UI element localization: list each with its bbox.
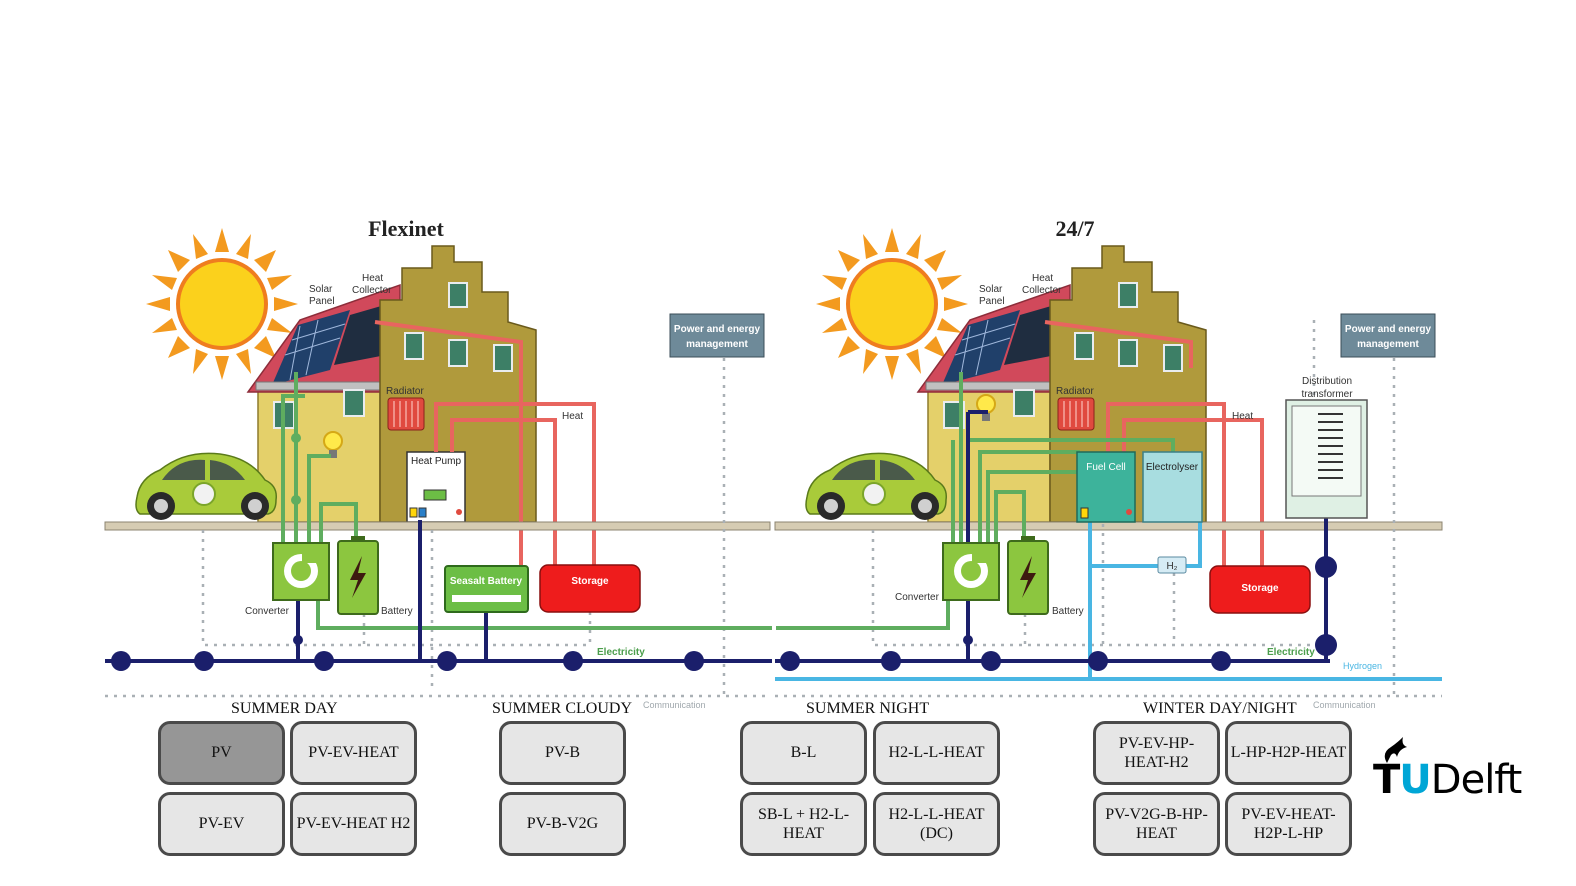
- heat-label: Heat: [562, 411, 583, 422]
- grid-lines: [105, 520, 772, 663]
- radiator-icon: [387, 397, 425, 431]
- electricity-lines: [776, 372, 1175, 630]
- scenario-button-pv-ev-heat-h2p-l-hp[interactable]: PV-EV-HEAT-H2P-L-HP: [1225, 792, 1352, 856]
- heat-storage: Storage: [539, 564, 641, 613]
- heat-collector-label-2: Collector: [1022, 285, 1062, 296]
- h2-valve: H₂: [1157, 556, 1187, 574]
- electrolyser-label: Electrolyser: [1146, 462, 1199, 473]
- car-icon: [135, 452, 278, 520]
- converter-label: Converter: [245, 606, 290, 617]
- scenario-button-pv-b[interactable]: PV-B: [499, 721, 626, 785]
- tudelft-logo: TUDelft: [1373, 735, 1538, 805]
- pem-box: Power and energy management: [1340, 313, 1436, 358]
- scenario-button-l-hp-h2p-heat[interactable]: L-HP-H2P-HEAT: [1225, 721, 1352, 785]
- house-icon: [246, 245, 537, 523]
- grid-nodes: [780, 556, 1337, 671]
- scenario-button-pv-v2g-b-hp-heat[interactable]: PV-V2G-B-HP-HEAT: [1093, 792, 1220, 856]
- communication-label: Communication: [1313, 700, 1376, 710]
- solar-panel-label-1: Solar: [979, 284, 1003, 295]
- distribution-transformer: Distribution transformer: [1285, 376, 1368, 519]
- logo-t: T: [1373, 757, 1400, 803]
- scenario-button-sb-l-h2-l-heat[interactable]: SB-L + H2-L-HEAT: [740, 792, 867, 856]
- solar-panel-label-2: Panel: [309, 296, 335, 307]
- scenario-button-h2-l-l-heat-dc[interactable]: H2-L-L-HEAT (DC): [873, 792, 1000, 856]
- group-label-winter: WINTER DAY/NIGHT: [1143, 700, 1297, 717]
- pem-label-2: management: [686, 339, 748, 350]
- electricity-label: Electricity: [597, 647, 645, 658]
- bulb-icon: [323, 431, 343, 458]
- heat-pipes: [374, 320, 596, 568]
- battery-label: Battery: [381, 606, 413, 617]
- radiator-label: Radiator: [1056, 386, 1094, 397]
- car-icon: [805, 452, 948, 520]
- distribution-label-1: Distribution: [1302, 376, 1352, 387]
- storage-label: Storage: [1241, 583, 1279, 594]
- distribution-label-2: transformer: [1301, 389, 1353, 400]
- sun-icon: [816, 228, 968, 380]
- communication-label: Communication: [643, 700, 706, 710]
- electricity-lines: [281, 372, 772, 630]
- right-panel: H₂: [774, 228, 1443, 710]
- tudelft-flame-icon: [1384, 737, 1407, 763]
- battery-label: Battery: [1052, 606, 1084, 617]
- lightning-icon: [1020, 556, 1036, 598]
- pem-label-2: management: [1357, 339, 1419, 350]
- logo-u: U: [1399, 757, 1432, 803]
- heat-collector-label-1: Heat: [1032, 273, 1053, 284]
- fuel-cell-label: Fuel Cell: [1086, 462, 1125, 473]
- electrolyser: Electrolyser: [1142, 451, 1203, 523]
- scenario-button-pv-ev-heat[interactable]: PV-EV-HEAT: [290, 721, 417, 785]
- solar-panel-label-2: Panel: [979, 296, 1005, 307]
- left-panel: Heat Pump: [104, 228, 772, 710]
- electricity-label: Electricity: [1267, 647, 1315, 658]
- title-flexinet: Flexinet: [368, 216, 444, 241]
- radiator-label: Radiator: [386, 386, 424, 397]
- grid-lines: [775, 410, 1330, 663]
- lightning-icon: [350, 556, 366, 598]
- seasalt-battery: Seasalt Battery: [444, 565, 529, 613]
- grid-nodes: [111, 635, 704, 671]
- converter: [272, 542, 330, 601]
- heat-pump: Heat Pump: [406, 451, 466, 523]
- heat-collector-label-1: Heat: [362, 273, 383, 284]
- communication-lines: [775, 320, 1442, 698]
- scenario-button-pv-ev-heat-h2[interactable]: PV-EV-HEAT H2: [290, 792, 417, 856]
- heat-label: Heat: [1232, 411, 1253, 422]
- heat-pipes: [1044, 320, 1264, 568]
- group-label-summer-day: SUMMER DAY: [231, 700, 338, 717]
- storage-label: Storage: [571, 576, 609, 587]
- logo-delft: Delft: [1430, 757, 1523, 803]
- seasalt-battery-label: Seasalt Battery: [450, 576, 523, 587]
- h2-label: H₂: [1166, 561, 1177, 572]
- pem-label-1: Power and energy: [674, 324, 761, 335]
- scenario-button-pv-ev[interactable]: PV-EV: [158, 792, 285, 856]
- title-24-7: 24/7: [1055, 216, 1094, 241]
- heat-collector-label-2: Collector: [352, 285, 392, 296]
- scenario-button-pv[interactable]: PV: [158, 721, 285, 785]
- scenario-button-pv-ev-hp-heat-h2[interactable]: PV-EV-HP-HEAT-H2: [1093, 721, 1220, 785]
- battery: [1007, 536, 1049, 615]
- group-label-summer-cloudy: SUMMER CLOUDY: [492, 700, 633, 717]
- communication-lines: [105, 358, 770, 698]
- pem-label-1: Power and energy: [1345, 324, 1432, 335]
- fuel-cell: Fuel Cell: [1076, 451, 1136, 523]
- heat-pump-label: Heat Pump: [411, 456, 461, 467]
- radiator-icon: [1057, 397, 1095, 431]
- battery: [337, 536, 379, 615]
- group-label-summer-night: SUMMER NIGHT: [806, 700, 930, 717]
- scenario-button-h2-l-l-heat[interactable]: H2-L-L-HEAT: [873, 721, 1000, 785]
- solar-panel-label-1: Solar: [309, 284, 333, 295]
- hydrogen-lines: [775, 518, 1442, 681]
- converter: [942, 542, 1000, 601]
- pem-box: Power and energy management: [669, 313, 765, 358]
- converter-label: Converter: [895, 592, 940, 603]
- sun-icon: [146, 228, 298, 380]
- hydrogen-label: Hydrogen: [1343, 661, 1382, 671]
- scenario-button-b-l[interactable]: B-L: [740, 721, 867, 785]
- scenario-button-pv-b-v2g[interactable]: PV-B-V2G: [499, 792, 626, 856]
- heat-storage: Storage: [1209, 565, 1311, 614]
- bulb-icon: [976, 394, 996, 421]
